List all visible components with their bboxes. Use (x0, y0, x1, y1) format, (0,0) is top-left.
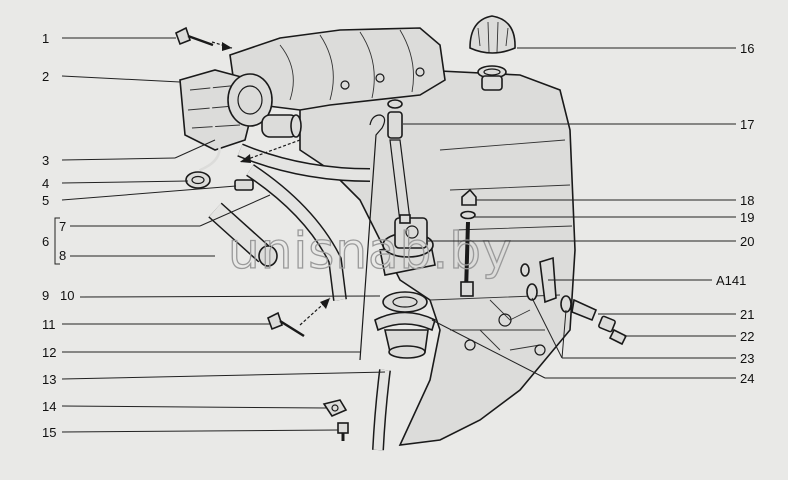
stud-bolt (460, 188, 477, 297)
callout-21: 21 (740, 307, 754, 322)
callout-5: 5 (42, 193, 49, 208)
leader-lines (54, 37, 736, 433)
fitting-5 (234, 179, 254, 191)
callout-8: 8 (59, 248, 66, 263)
watermark: unisnab.by (228, 222, 513, 280)
hose-clamp-4 (185, 171, 211, 189)
callout-20: 20 (740, 234, 754, 249)
dipstick-tube-17 (387, 99, 411, 223)
callout-15: 15 (42, 425, 56, 440)
callout-16: 16 (740, 41, 754, 56)
bolt-11 (267, 311, 305, 338)
oil-separator-20 (379, 214, 436, 276)
callout-18: 18 (740, 193, 754, 208)
engine-block (299, 69, 576, 446)
callout-11: 11 (42, 317, 56, 332)
oil-pickup-assembly (374, 291, 436, 359)
callout-13: 13 (42, 372, 56, 387)
callout-14: 14 (42, 399, 56, 414)
callout-a141: A141 (716, 273, 746, 288)
oil-filler-cap-16 (469, 15, 516, 91)
callout-4: 4 (42, 176, 49, 191)
callout-22: 22 (740, 329, 754, 344)
bolt-1 (175, 26, 214, 47)
callout-1: 1 (42, 31, 49, 46)
callout-17: 17 (740, 117, 754, 132)
callout-2: 2 (42, 69, 49, 84)
callout-12: 12 (42, 345, 56, 360)
bolt-15 (337, 422, 349, 441)
callout-19: 19 (740, 210, 754, 225)
assembly-arrows (211, 41, 331, 326)
callout-24: 24 (740, 371, 754, 386)
callout-3: 3 (42, 153, 49, 168)
callout-23: 23 (740, 351, 754, 366)
callout-labels: 1 2 3 4 5 6 7 8 9 10 11 12 13 14 15 16 1… (42, 31, 754, 440)
callout-7: 7 (59, 219, 66, 234)
callout-6: 6 (42, 234, 49, 249)
callout-10: 10 (60, 288, 74, 303)
callout-9: 9 (42, 288, 49, 303)
bracket-14 (322, 399, 348, 417)
short-hose-8 (208, 202, 278, 267)
dipstick-12 (359, 114, 386, 361)
throttle-body (179, 69, 302, 151)
